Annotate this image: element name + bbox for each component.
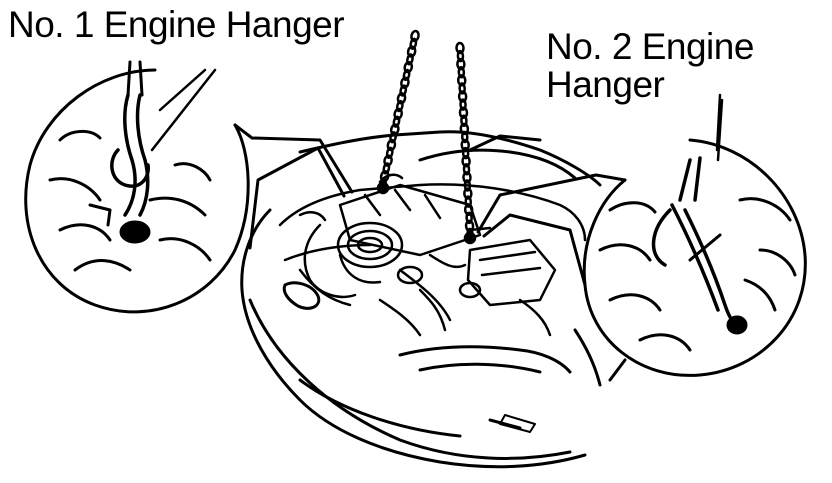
lifting-chains: [377, 29, 477, 245]
chain-link: [464, 219, 475, 233]
hanger-2-label: No. 2 Engine Hanger: [546, 28, 754, 104]
chain-link: [465, 211, 473, 225]
chain-link: [406, 53, 414, 66]
chain-link: [383, 154, 393, 167]
hanger-1-detail-circle: [24, 60, 354, 314]
chain-link: [403, 60, 414, 74]
chain-link: [382, 162, 391, 175]
chain-link: [458, 106, 469, 119]
chain-link: [409, 37, 418, 50]
chain-link: [462, 171, 472, 184]
chain-link: [395, 99, 404, 113]
engine-bay: [278, 173, 587, 337]
hanger-2-detail-circle: [476, 93, 807, 377]
chain-link: [392, 115, 401, 128]
chain-link: [399, 84, 408, 97]
chain-link: [463, 187, 473, 200]
chain-link: [406, 45, 417, 58]
chain-link: [455, 41, 465, 55]
chain-link: [460, 114, 468, 128]
chain-link: [393, 107, 403, 121]
chain-link: [400, 76, 410, 89]
chain-link: [385, 146, 394, 160]
chain-link: [389, 131, 398, 144]
chain-link: [460, 138, 470, 152]
chain-link: [461, 146, 470, 160]
chain-link: [457, 90, 468, 103]
hanger-2-label-line-1: No. 2 Engine: [546, 26, 754, 67]
chain-link: [463, 179, 472, 192]
car-body: [240, 130, 627, 469]
chain-link: [462, 163, 471, 176]
chain-link: [457, 66, 466, 79]
chain-link: [456, 57, 466, 71]
chain-link: [461, 130, 469, 144]
chain-link: [396, 92, 407, 105]
chain-link: [402, 68, 411, 82]
chain-link: [463, 203, 474, 216]
chain-link: [458, 82, 466, 95]
chain-link: [410, 29, 420, 43]
chain-link: [464, 195, 473, 208]
hanger-1-label: No. 1 Engine Hanger: [8, 4, 345, 45]
chain-link: [379, 170, 390, 183]
hanger-2-label-line-2: Hanger: [546, 64, 665, 105]
chain-link: [386, 138, 397, 152]
chain-link: [459, 122, 470, 136]
chain-link: [461, 154, 471, 168]
hanger-2-leader: [716, 98, 724, 162]
chain-link: [456, 74, 467, 87]
chain-link: [456, 49, 465, 63]
chain-link: [389, 123, 400, 136]
chain-link: [459, 98, 467, 111]
